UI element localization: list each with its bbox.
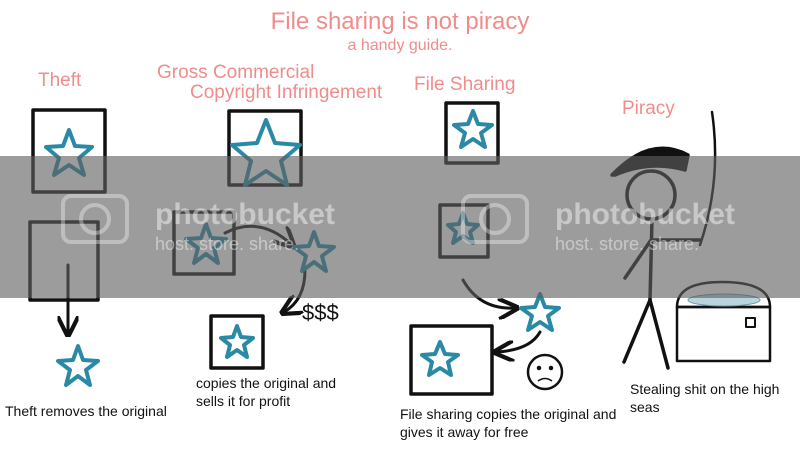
caption-gross: copies the original and sells it for pro… [196,375,337,409]
pirate-legs [622,298,670,370]
camera-icon [455,156,535,298]
watermark-brand-right: photobucket [555,198,735,231]
star-icon [519,292,561,332]
page-title: File sharing is not piracy [270,8,530,35]
gross-sold-box [209,314,265,370]
face-icon [526,353,564,391]
caption-theft: Theft removes the original [5,403,167,419]
chest-box [675,305,772,363]
chest-lock [745,317,756,328]
star-icon [219,324,255,359]
fs-given-box [409,324,494,396]
star-icon [420,340,460,377]
watermark-tagline-left: host. store. share. [155,234,300,254]
caption-file-sharing: File sharing copies the original and giv… [400,406,617,440]
watermark-brand-left: photobucket [155,198,335,231]
heading-piracy: Piracy [622,98,675,119]
heading-gross-line1: Gross Commercial [157,62,315,83]
heading-file-sharing: File Sharing [414,74,516,95]
page-subtitle: a handy guide. [347,37,453,54]
caption-piracy: Stealing shit on the high seas [630,381,780,415]
watermark-tagline-right: host. store. share. [555,234,700,254]
heading-gross-line2: Copyright Infringement [190,82,383,103]
fs-arrow-2 [497,330,542,352]
watermark-band: photobucket host. store. share. photobuc… [0,156,800,298]
star-icon [452,109,494,149]
star-icon [56,344,100,387]
camera-icon [55,156,135,298]
heading-theft: Theft [38,70,82,91]
money-label: $$$ [302,300,339,325]
